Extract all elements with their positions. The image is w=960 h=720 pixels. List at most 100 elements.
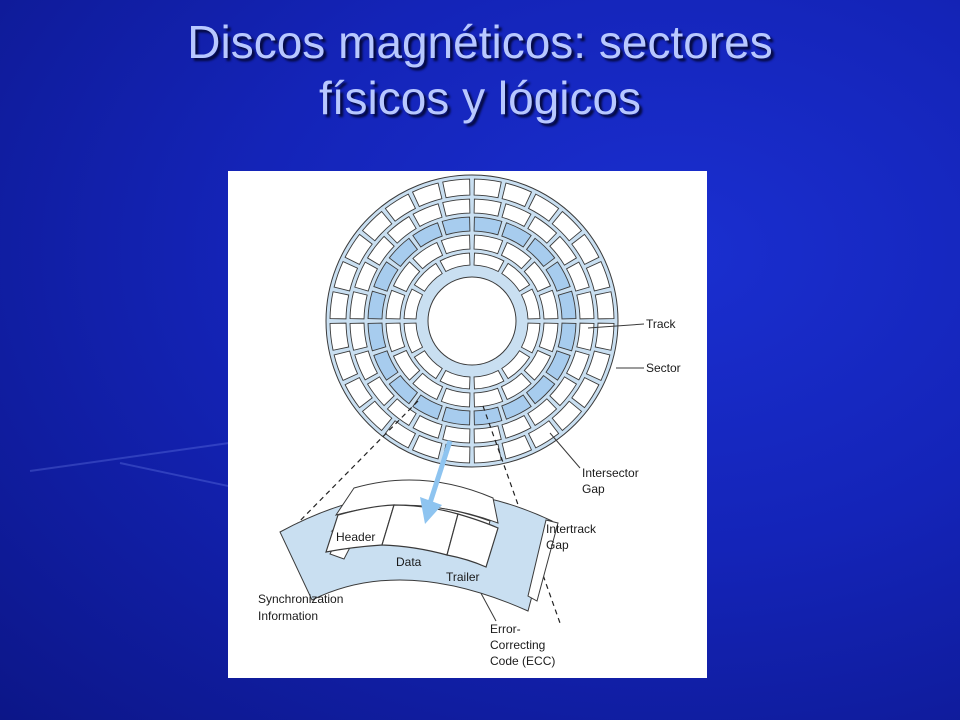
disk-sector-block [473, 198, 502, 217]
disk-sector-block [585, 350, 611, 382]
label-track: Track [646, 317, 677, 331]
disk-sector-block [520, 322, 541, 354]
label-ecc-line-2: Correcting [490, 638, 545, 652]
disk-sector-block [439, 252, 471, 273]
disk-sector-block [385, 289, 406, 320]
disk-sector-block [571, 376, 600, 409]
label-intersector-gap-line-1: Intersector [582, 466, 639, 480]
disk-sector-block [527, 398, 558, 427]
disk-sector-block [412, 203, 443, 228]
disk-sector-block [549, 235, 578, 266]
disk-sector-block [354, 261, 379, 292]
disk-sector-block [388, 374, 419, 405]
disk-sector-block [527, 215, 558, 244]
disk-sector-block [473, 369, 505, 390]
disk-sector-block [412, 241, 444, 270]
disk-sector-block [545, 261, 571, 292]
disk-sector-block [412, 222, 443, 248]
disk-sector-block [384, 420, 417, 449]
disk-diagram-svg: Track Sector Intersector Gap Intertrack … [258, 174, 681, 668]
disk-sector-block [523, 349, 552, 381]
disk-sector-block [367, 290, 387, 320]
disk-sector-block [349, 322, 368, 351]
disk-sector-block [473, 443, 502, 464]
label-intertrack-gap-line-1: Intertrack [546, 522, 597, 536]
disk-sector-block [354, 350, 379, 381]
label-header: Header [336, 530, 375, 544]
disk-sector-block [473, 252, 505, 273]
disk-sector-block [333, 350, 359, 382]
disk-sector-block [413, 350, 443, 380]
background-streak [29, 440, 239, 472]
disk-sector-block [473, 216, 503, 236]
label-data: Data [396, 555, 422, 569]
disk-sector-block [412, 394, 443, 420]
disk-sector-block [525, 237, 556, 268]
disk-sector-block [329, 322, 350, 351]
disk-sector-block [501, 350, 531, 380]
label-sector: Sector [646, 361, 681, 375]
disk-sector-block [523, 261, 552, 293]
disk-sector-block [349, 291, 368, 320]
label-trailer: Trailer [446, 570, 480, 584]
disk-sector-block [501, 203, 532, 228]
disk-sector-block [411, 434, 443, 460]
disk-sector-block [440, 234, 471, 255]
disk-sector-block [386, 215, 417, 244]
disk-sector-block [500, 372, 532, 401]
disk-sector-block [439, 369, 471, 390]
disk-sector-block [412, 414, 443, 439]
disk-sector-block [545, 350, 571, 381]
disk-sector-block [501, 182, 533, 208]
disk-platter [325, 174, 619, 468]
label-intertrack-gap-line-2: Gap [546, 538, 569, 552]
disk-sector-block [501, 434, 533, 460]
disk-sector-block [333, 260, 359, 292]
disk-sector-block [594, 291, 615, 320]
disk-sector-block [473, 387, 504, 408]
disk-sector-block [385, 322, 406, 353]
disk-sector-block [344, 233, 373, 266]
label-intersector-gap-line-2: Gap [582, 482, 605, 496]
disk-sector-block [565, 350, 590, 381]
disk-sector-block [501, 222, 532, 248]
disk-sector-block [473, 234, 504, 255]
disk-sector-block [403, 288, 424, 320]
disk-sector-block [501, 394, 532, 420]
disk-sector-block [413, 262, 443, 292]
disk-sector-block [442, 198, 471, 217]
disk-diagram: Track Sector Intersector Gap Intertrack … [228, 171, 707, 678]
disk-sector-block [576, 322, 595, 351]
disk-sector-block [520, 288, 541, 320]
disk-sector-block [392, 349, 421, 381]
disk-sector-block [361, 400, 393, 432]
disk-sector-block [551, 210, 583, 242]
disk-sector-block [571, 233, 600, 266]
disk-sector-block [551, 400, 583, 432]
disk-sector-block [366, 235, 395, 266]
disk-spindle-hole [427, 276, 517, 366]
disk-sector-block [442, 425, 471, 444]
disk-sector-block [373, 261, 399, 292]
disk-sector-block [386, 398, 417, 427]
disk-sector-block [501, 414, 532, 439]
disk-sector-block [565, 261, 590, 292]
disk-sector-block [585, 260, 611, 292]
zoom-arrow [420, 440, 453, 524]
disk-sector-block [549, 376, 578, 407]
disk-sector-block [441, 406, 471, 426]
disk-sector-block [442, 178, 471, 199]
label-ecc-line-1: Error- [490, 622, 521, 636]
disk-sector-block [392, 261, 421, 293]
disk-sector-block [500, 241, 532, 270]
disk-sector-block [594, 322, 615, 351]
zoom-guide-lines [287, 400, 561, 624]
disk-sector-block [576, 291, 595, 320]
label-synchronization-line-1: Synchronization [258, 592, 343, 606]
disk-sector-block [366, 376, 395, 407]
disk-sector-block [525, 374, 556, 405]
background-streak [119, 462, 238, 489]
disk-sector-block [411, 182, 443, 208]
slide-title-line-1: Discos magnéticos: sectores [187, 16, 773, 68]
disk-sector-block [373, 350, 399, 381]
